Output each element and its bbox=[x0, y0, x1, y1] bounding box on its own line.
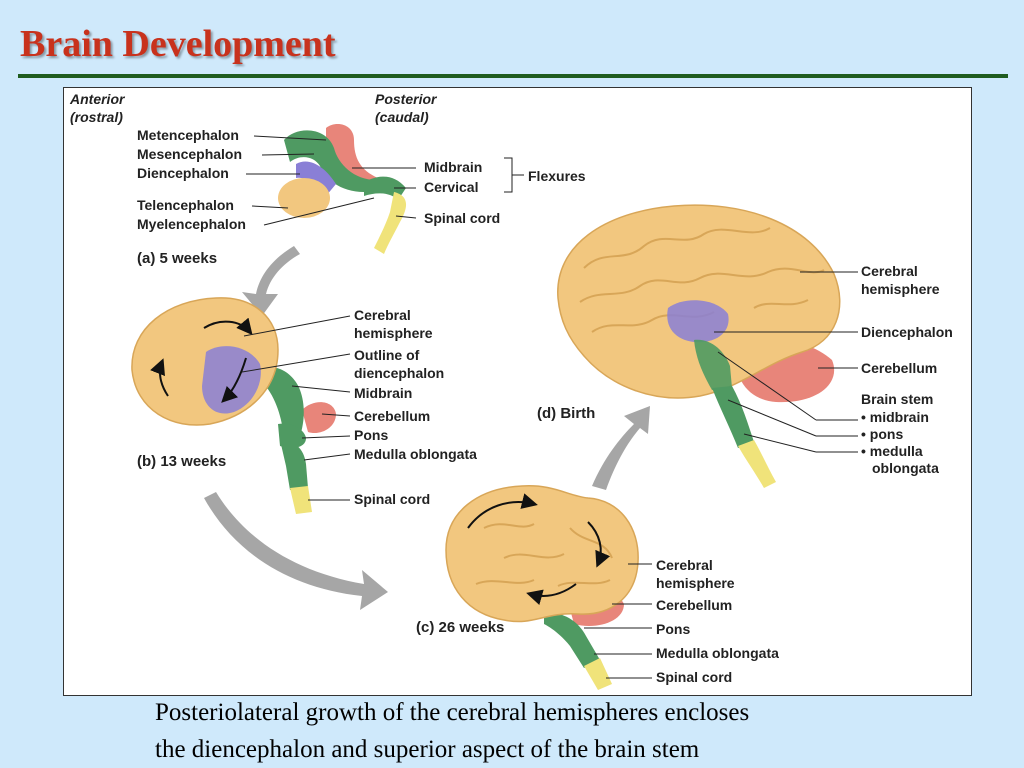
cerebellum-label-c: Cerebellum bbox=[656, 597, 732, 613]
midbrain-shape-d bbox=[694, 339, 732, 390]
anterior-label: Anterior bbox=[69, 91, 126, 107]
cerebellum-shape-b bbox=[302, 402, 336, 434]
diencephalon-shape-d bbox=[667, 300, 729, 343]
stage-d-brain bbox=[557, 204, 841, 488]
cerebellum-label-d: Cerebellum bbox=[861, 360, 937, 376]
metencephalon-shape bbox=[326, 124, 378, 188]
rotation-arrow-c1 bbox=[467, 493, 538, 529]
diencephalon-label-d: Diencephalon bbox=[861, 324, 953, 340]
spinal-cord-label-b: Spinal cord bbox=[354, 491, 430, 507]
midbrain-label-b: Midbrain bbox=[354, 385, 412, 401]
cerebral-hemisphere-label-d2: hemisphere bbox=[861, 281, 940, 297]
stage-c-caption: (c) 26 weeks bbox=[416, 619, 504, 636]
stage-c-brain bbox=[445, 485, 639, 690]
cerebral-hemisphere-label-d1: Cerebral bbox=[861, 263, 918, 279]
pons-medulla-shape-d bbox=[712, 386, 754, 448]
brainstem-shape-c bbox=[544, 613, 600, 668]
sulci-c bbox=[475, 523, 613, 587]
gyri-d bbox=[579, 227, 825, 333]
cerebellum-label-b: Cerebellum bbox=[354, 408, 430, 424]
stage-d-leader-lines bbox=[714, 271, 858, 453]
rotation-arrow-b2 bbox=[221, 357, 247, 403]
mesencephalon-label: Mesencephalon bbox=[137, 146, 242, 162]
rotation-arrow-c3 bbox=[526, 583, 577, 605]
telencephalon-shape bbox=[278, 178, 330, 218]
spinal-cord-shape-c bbox=[584, 658, 612, 690]
brain-development-diagram: Anterior (rostral) Posterior (caudal) Me… bbox=[69, 91, 953, 690]
telencephalon-label: Telencephalon bbox=[137, 197, 234, 213]
diencephalon-outline-shape-b bbox=[202, 346, 261, 414]
medulla-label-d1: • medulla bbox=[861, 443, 923, 459]
outline-diencephalon-label-b2: diencephalon bbox=[354, 365, 444, 381]
medulla-shape-b bbox=[280, 440, 308, 490]
stage-b-brain bbox=[131, 297, 336, 514]
cervical-flexure-label: Cervical bbox=[424, 179, 478, 195]
myelencephalon-label: Myelencephalon bbox=[137, 216, 246, 232]
stage-d-caption: (d) Birth bbox=[537, 405, 595, 422]
posterior-label: Posterior bbox=[375, 91, 438, 107]
rotation-arrow-c2 bbox=[587, 521, 611, 568]
slide-title: Brain Development bbox=[20, 23, 336, 65]
cerebral-hemisphere-label-c1: Cerebral bbox=[656, 557, 713, 573]
pons-label-d: • pons bbox=[861, 426, 903, 442]
arrow-b-to-c bbox=[204, 492, 388, 610]
title-rule bbox=[18, 74, 1008, 78]
flexures-label: Flexures bbox=[528, 168, 586, 184]
medulla-label-b: Medulla oblongata bbox=[354, 446, 477, 462]
spinal-cord-shape-a bbox=[374, 192, 407, 254]
posterior-sub-label: (caudal) bbox=[375, 109, 429, 125]
stage-a-leader-lines bbox=[246, 135, 524, 226]
medulla-label-d2: oblongata bbox=[872, 460, 939, 476]
brain-stem-label-d: Brain stem bbox=[861, 391, 933, 407]
pons-label-c: Pons bbox=[656, 621, 690, 637]
stage-a-caption: (a) 5 weeks bbox=[137, 250, 217, 267]
anterior-sub-label: (rostral) bbox=[70, 109, 123, 125]
midbrain-flexure-label: Midbrain bbox=[424, 159, 482, 175]
mesencephalon-shape bbox=[284, 130, 376, 192]
rotation-arrow-b3 bbox=[150, 358, 169, 397]
spinal-cord-shape-d bbox=[738, 440, 776, 488]
arrow-a-to-b bbox=[242, 246, 300, 316]
cerebral-hemisphere-label-b2: hemisphere bbox=[354, 325, 433, 341]
slide-caption: Posteriolateral growth of the cerebral h… bbox=[155, 694, 955, 768]
outline-diencephalon-label-b1: Outline of bbox=[354, 347, 420, 363]
arrow-c-to-d bbox=[592, 406, 650, 490]
caption-line-2: the diencephalon and superior aspect of … bbox=[155, 736, 700, 763]
midbrain-shape-b bbox=[264, 367, 304, 438]
medulla-label-c: Medulla oblongata bbox=[656, 645, 779, 661]
spinal-cord-shape-b bbox=[290, 486, 312, 514]
caption-line-1: Posteriolateral growth of the cerebral h… bbox=[155, 699, 750, 726]
spinal-cord-label-c: Spinal cord bbox=[656, 669, 732, 685]
cerebral-hemisphere-label-b1: Cerebral bbox=[354, 307, 411, 323]
pons-label-b: Pons bbox=[354, 427, 388, 443]
spinal-cord-label-a: Spinal cord bbox=[424, 210, 500, 226]
diencephalon-label-a: Diencephalon bbox=[137, 165, 229, 181]
stage-b-leader-lines bbox=[241, 315, 351, 501]
stage-c-leader-lines bbox=[584, 563, 652, 679]
stage-b-caption: (b) 13 weeks bbox=[137, 453, 226, 470]
stage-a-embryo bbox=[278, 124, 407, 254]
figure-panel: Anterior (rostral) Posterior (caudal) Me… bbox=[63, 87, 972, 696]
midbrain-label-d: • midbrain bbox=[861, 409, 929, 425]
metencephalon-label: Metencephalon bbox=[137, 127, 239, 143]
cerebral-hemisphere-shape-c bbox=[445, 485, 639, 623]
rotation-arrow-b1 bbox=[203, 317, 253, 336]
cerebral-hemisphere-label-c2: hemisphere bbox=[656, 575, 735, 591]
